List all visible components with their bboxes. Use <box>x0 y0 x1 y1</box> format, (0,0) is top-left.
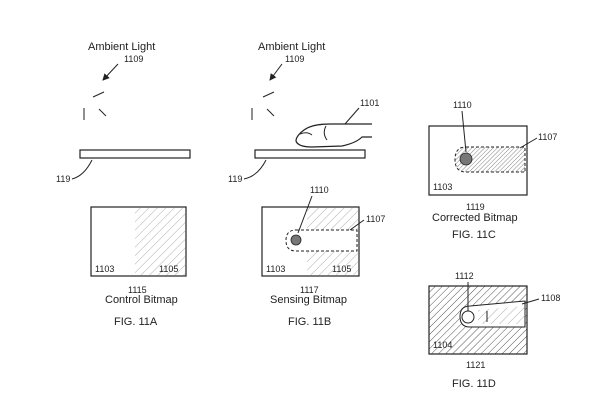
touch-point <box>461 310 475 324</box>
bitmap-caption: Control Bitmap <box>105 294 178 306</box>
ambient-arrow <box>102 63 119 81</box>
region-right-ref: 1105 <box>159 264 178 274</box>
touch-ref: 1112 <box>455 271 474 281</box>
figure-label: FIG. 11A <box>114 316 158 328</box>
platen-leader <box>243 159 267 180</box>
ambient-light-label: Ambient Light <box>88 41 155 53</box>
finger-ref: 1108 <box>541 293 560 303</box>
light-ray <box>266 108 275 117</box>
platen-leader <box>71 159 93 180</box>
figure-label: FIG. 11C <box>452 229 496 241</box>
light-ray <box>262 91 275 98</box>
shadow-leader <box>349 219 365 231</box>
platen-ref: 119 <box>228 174 242 184</box>
touch-leader <box>297 195 313 234</box>
touch-ref: 1110 <box>310 185 329 195</box>
shadow-ref: 1107 <box>538 132 557 142</box>
platen-ref: 119 <box>56 174 70 184</box>
fig-11a: Ambient Light 1109 119 1103 1105 1115 Co… <box>56 41 191 328</box>
ambient-arrow <box>269 63 283 81</box>
region-left-ref: 1103 <box>95 264 114 274</box>
fingernail <box>299 132 313 136</box>
bitmap-ref: 1119 <box>466 202 485 212</box>
fig-11d: 1112 1108 1104 1121 FIG. 11D <box>428 271 560 390</box>
ambient-light-ref: 1109 <box>285 54 304 64</box>
platen <box>79 149 191 159</box>
touch-point <box>290 234 302 246</box>
finger-region-hatch <box>478 306 525 324</box>
figure-label: FIG. 11D <box>452 378 496 390</box>
finger-shadow <box>454 146 526 173</box>
touch-point <box>459 152 473 166</box>
finger-ref: 1101 <box>360 98 379 108</box>
region-right-ref: 1105 <box>332 264 351 274</box>
bitmap-ref: 1117 <box>300 285 319 295</box>
fig-11c: 1110 1107 1103 1119 Corrected Bitmap FIG… <box>428 100 557 241</box>
region-ref: 1104 <box>433 340 452 350</box>
finger-leader <box>521 298 540 305</box>
platen <box>254 149 366 159</box>
light-ray <box>92 91 105 98</box>
ambient-light-ref: 1109 <box>124 54 143 64</box>
bitmap-ref: 1121 <box>466 360 485 370</box>
region-ref: 1103 <box>433 182 452 192</box>
finger <box>295 123 372 148</box>
finger-crease <box>323 125 328 141</box>
finger-shadow <box>285 229 358 252</box>
bitmap-caption: Corrected Bitmap <box>432 212 518 224</box>
fig-11b: Ambient Light 1109 1101 119 1110 1107 11… <box>228 41 385 328</box>
ambient-region <box>135 208 185 275</box>
shadow-ref: 1107 <box>366 214 385 224</box>
figure-label: FIG. 11B <box>288 316 331 328</box>
touch-ref: 1110 <box>453 100 472 110</box>
light-ray <box>98 108 107 117</box>
bitmap-ref: 1115 <box>128 285 147 295</box>
shadow-leader <box>519 137 538 149</box>
region-left-ref: 1103 <box>266 264 285 274</box>
bitmap-caption: Sensing Bitmap <box>270 294 347 306</box>
touch-leader <box>461 110 467 153</box>
finger-leader <box>344 107 360 125</box>
ambient-light-label: Ambient Light <box>258 41 325 53</box>
